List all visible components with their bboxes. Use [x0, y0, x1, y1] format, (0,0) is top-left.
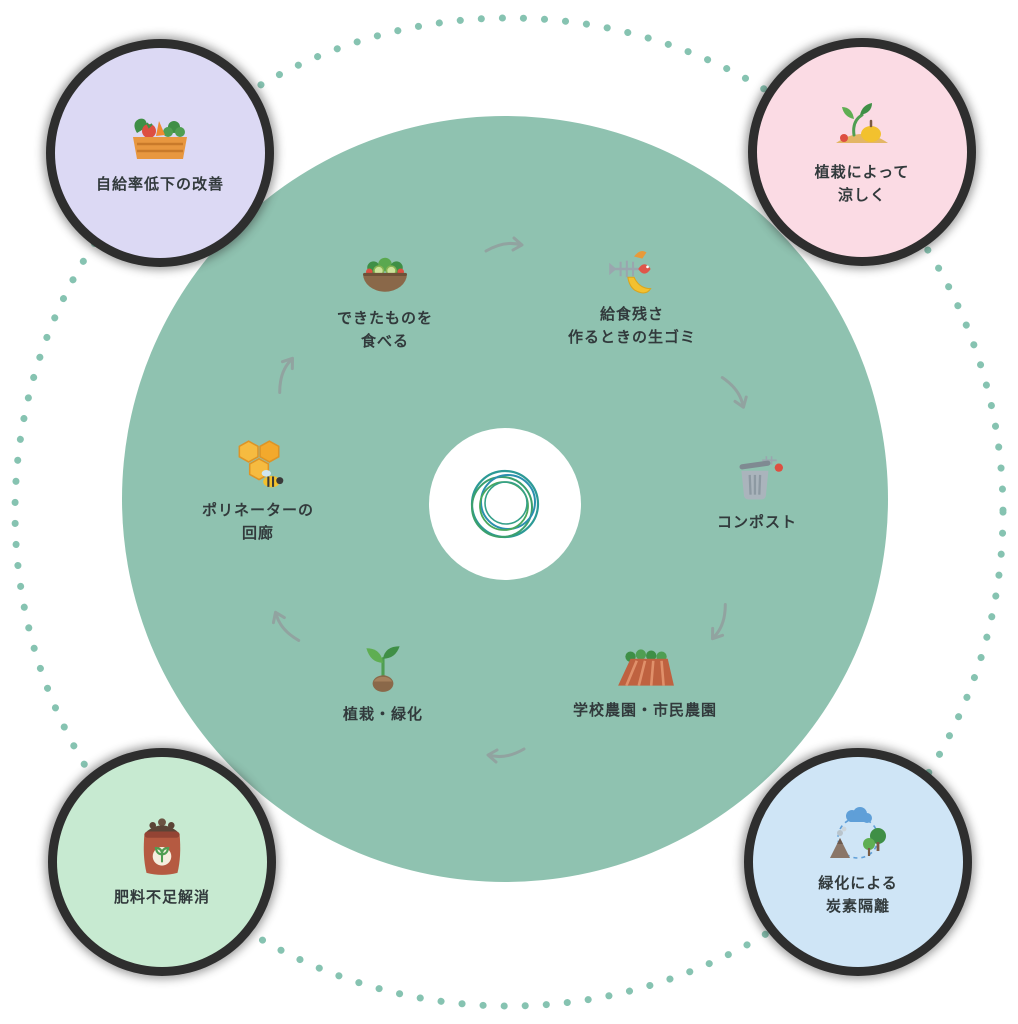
cycle-label-eat: できたものを 食べる [336, 309, 433, 351]
cycle-arrow-lower-left [271, 610, 301, 642]
cycle-item-eat: できたものを 食べる [275, 252, 495, 354]
cycle-arrow-bottom [486, 747, 526, 764]
cycle-item-farm: 学校農園・市民農園 [535, 644, 755, 722]
food-waste-icon [603, 246, 661, 294]
compost-bin-icon [731, 452, 783, 502]
salad-bowl-icon [359, 252, 411, 298]
planting-harvest-icon [830, 97, 894, 153]
satellite-self-sufficiency: 自給率低下の改善 [55, 48, 265, 258]
cycle-label-planting: 植栽・緑化 [342, 705, 423, 723]
satellite-carbon: 緑化による 炭素隔離 [753, 757, 963, 967]
cycle-label-compost: コンポスト [716, 513, 797, 531]
fertilizer-bag-icon [132, 814, 192, 878]
satellite-fertilizer: 肥料不足解消 [57, 757, 267, 967]
carbon-sequestration-icon [826, 806, 890, 864]
cycle-label-farm: 学校農園・市民農園 [572, 701, 717, 719]
satellite-cooling: 植栽によって 涼しく [757, 47, 967, 257]
satellite-label-carbon: 緑化による 炭素隔離 [818, 873, 898, 915]
cycle-arrow-top [484, 236, 524, 253]
cycle-label-food-waste: 給食残さ 作るときの生ゴミ [567, 305, 696, 347]
cycle-label-pollinator: ポリネーターの 回廊 [201, 501, 314, 543]
center-logo-badge [429, 428, 581, 580]
cycle-item-planting: 植栽・緑化 [273, 640, 493, 726]
honeycomb-bee-icon [230, 438, 286, 490]
cycle-item-pollinator: ポリネーターの 回廊 [148, 438, 368, 546]
cycle-arrow-upper-left [278, 356, 294, 394]
swirl-logo-icon [470, 469, 540, 539]
cycle-item-food-waste: 給食残さ 作るときの生ゴミ [522, 246, 742, 350]
farm-field-icon [614, 644, 676, 690]
satellite-label-cooling: 植栽によって 涼しく [814, 162, 910, 204]
cycle-arrow-lower-right [711, 603, 727, 641]
satellite-label-fertilizer: 肥料不足解消 [113, 888, 210, 907]
vegetable-basket-icon [127, 109, 193, 165]
sprout-icon [360, 640, 406, 694]
cycle-arrow-upper-right [720, 376, 748, 409]
cycle-item-compost: コンポスト [647, 452, 867, 534]
satellite-label-self-sufficiency: 自給率低下の改善 [95, 175, 224, 194]
